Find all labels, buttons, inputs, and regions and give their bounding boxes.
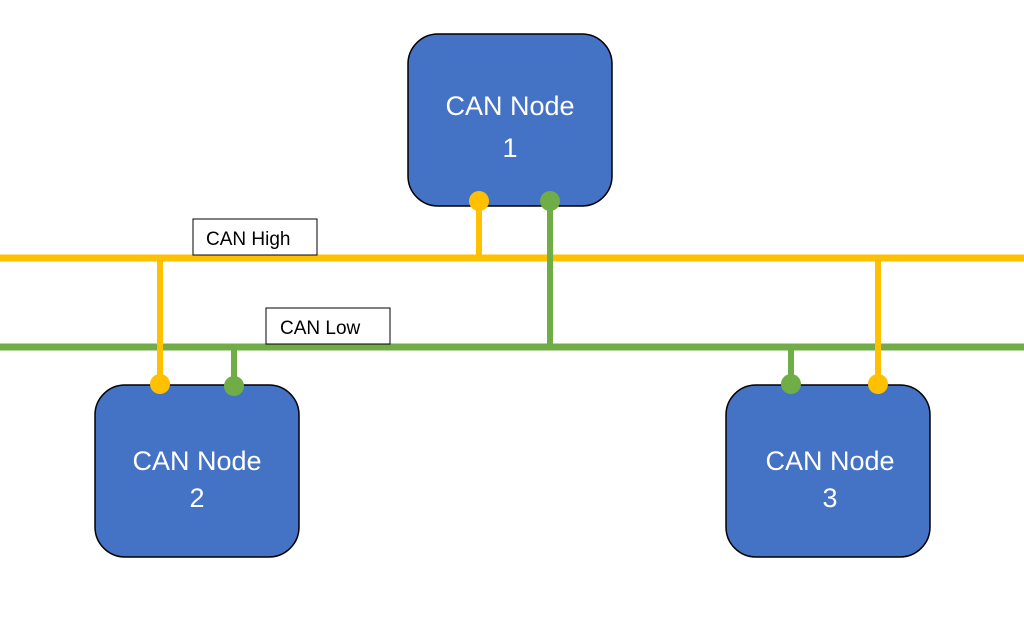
can-high-label-text: CAN High: [206, 229, 290, 250]
can-node-2-box: [94, 384, 300, 558]
can-low-label-box: [265, 307, 391, 345]
can-node-3-box: [725, 384, 931, 558]
node-2-high-connector-dot: [150, 374, 170, 394]
can-high-label-box: [192, 218, 318, 256]
can-node-2: CAN Node 2: [94, 384, 300, 558]
can-node-3: CAN Node 3: [725, 384, 931, 558]
node-1-low-connector-dot: [540, 191, 560, 211]
can-node-1-box: [407, 33, 613, 207]
can-node-3-number: 3: [822, 483, 837, 513]
node-3-high-connector-dot: [868, 374, 888, 394]
can-node-1-number: 1: [502, 133, 517, 163]
can-high-label: CAN High: [192, 218, 318, 256]
can-low-label-text: CAN Low: [280, 318, 361, 339]
node-2-low-connector-dot: [224, 376, 244, 396]
can-node-1: CAN Node 1: [407, 33, 613, 207]
node-1-high-connector-dot: [469, 191, 489, 211]
can-node-3-label: CAN Node: [765, 446, 894, 476]
can-low-label: CAN Low: [265, 307, 391, 345]
node-3-low-connector-dot: [781, 374, 801, 394]
can-node-2-number: 2: [189, 483, 204, 513]
can-node-1-label: CAN Node: [445, 91, 574, 121]
can-node-2-label: CAN Node: [132, 446, 261, 476]
